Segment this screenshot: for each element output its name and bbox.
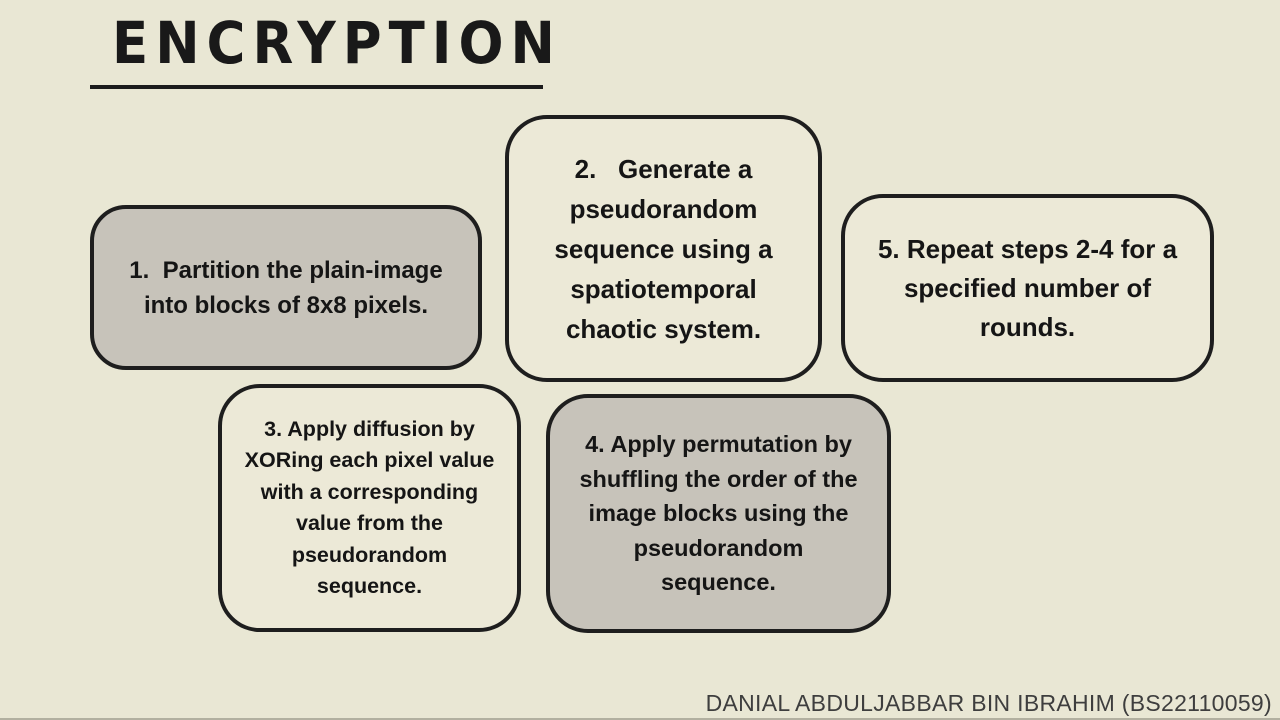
- step-5-box: 5. Repeat steps 2-4 for a specified numb…: [841, 194, 1214, 382]
- author-credit: DANIAL ABDULJABBAR BIN IBRAHIM (BS221100…: [705, 690, 1272, 716]
- step-4-text: 4. Apply permutation by shuffling the or…: [579, 431, 858, 596]
- page-title: ENCRYPTION: [112, 10, 562, 78]
- step-4-box: 4. Apply permutation by shuffling the or…: [546, 394, 891, 633]
- step-1-text: 1. Partition the plain-image into blocks…: [129, 256, 443, 319]
- step-2-box: 2. Generate a pseudorandom sequence usin…: [505, 115, 822, 382]
- step-5-text: 5. Repeat steps 2-4 for a specified numb…: [877, 233, 1178, 342]
- step-3-text: 3. Apply diffusion by XORing each pixel …: [244, 416, 495, 599]
- step-2-text: 2. Generate a pseudorandom sequence usin…: [554, 153, 773, 344]
- step-1-box: 1. Partition the plain-image into blocks…: [90, 205, 482, 370]
- bottom-edge: [0, 718, 1280, 720]
- step-3-box: 3. Apply diffusion by XORing each pixel …: [218, 384, 521, 632]
- title-underline: [90, 85, 543, 89]
